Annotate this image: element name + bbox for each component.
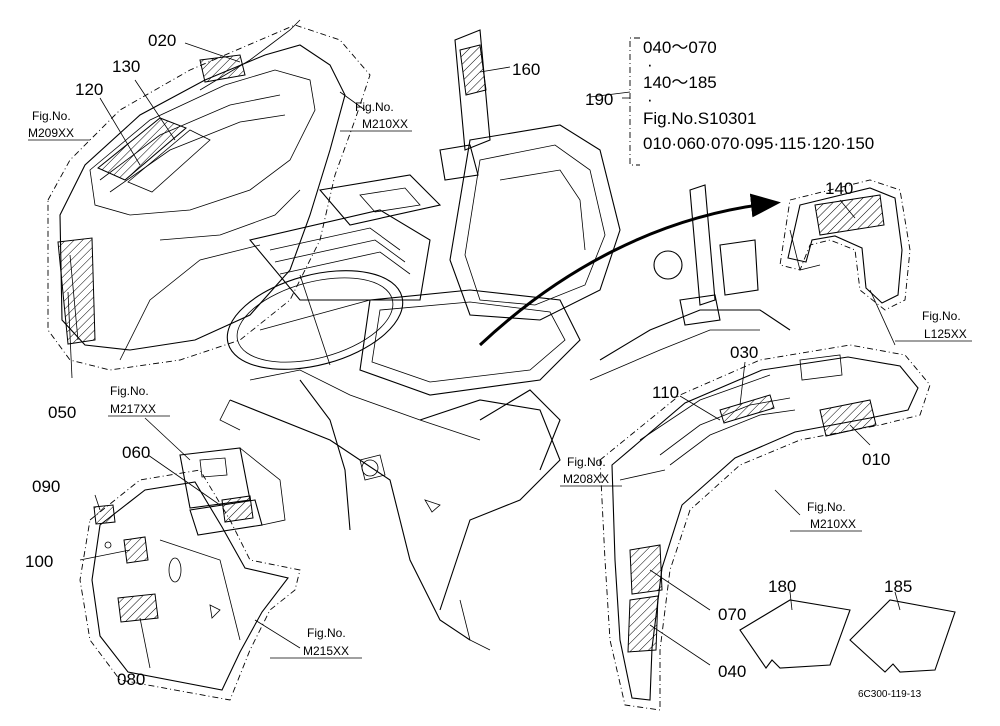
drawing-code: 6C300-119-13 [858,689,922,700]
right-fender-drawing [599,344,931,711]
lower-left-panel-drawing [79,447,301,701]
svg-text:M208XX: M208XX [563,472,609,486]
group-190-part-list: 010·060·070·095·115·120·150 [643,134,874,153]
figref-m210-top: Fig.No. M210XX [340,100,412,132]
svg-text:M210XX: M210XX [362,117,408,131]
svg-text:M209XX: M209XX [28,126,74,140]
svg-text:Fig.No.: Fig.No. [110,384,149,398]
svg-text:Fig.No.: Fig.No. [807,500,846,514]
figref-m215: Fig.No. M215XX [270,626,362,659]
svg-text:Fig.No.: Fig.No. [307,626,346,640]
figref-m217: Fig.No. M217XX [108,384,170,417]
part-label-190: 190 [585,90,613,109]
figref-m208: Fig.No. M208XX [560,455,622,487]
left-fender-drawing [47,19,371,371]
part-label-130: 130 [112,57,140,76]
part-label-060: 060 [122,443,150,462]
tractor-body-drawing [219,29,791,651]
leader-lines [67,42,901,669]
part-label-020: 020 [148,31,176,50]
part-label-110: 110 [652,383,679,402]
group-190-range-2: 140～185 [643,73,717,92]
part-label-050: 050 [48,403,76,422]
group-190-bracket [629,37,640,166]
part-label-070: 070 [718,605,746,624]
svg-text:Fig.No.: Fig.No. [355,100,394,114]
figref-m210-right: Fig.No. M210XX [790,500,862,532]
part-label-120: 120 [75,80,103,99]
part-label-040: 040 [718,662,746,681]
svg-text:Fig.No.: Fig.No. [922,309,961,323]
figref-l125: Fig.No. L125XX [895,309,972,342]
svg-text:L125XX: L125XX [924,327,967,341]
svg-text:M215XX: M215XX [303,644,349,658]
part-label-160: 160 [512,60,540,79]
sheet-180-drawing [739,599,851,669]
svg-text:M210XX: M210XX [810,517,856,531]
sheet-185-drawing [849,599,956,673]
part-label-185: 185 [884,577,912,596]
svg-text:Fig.No.: Fig.No. [32,109,71,123]
part-label-090: 090 [32,477,60,496]
group-190-dot-1: · [647,55,653,74]
part-label-100: 100 [25,552,53,571]
group-190-fig-ref: Fig.No.S10301 [643,109,756,128]
panel-l125-drawing [779,179,911,311]
part-label-080: 080 [117,670,145,689]
part-label-180: 180 [768,577,796,596]
svg-text:M217XX: M217XX [110,402,156,416]
svg-text:Fig.No.: Fig.No. [567,455,606,469]
group-190-dot-2: · [647,90,653,109]
part-label-030: 030 [730,343,758,362]
pointer-arrow [478,193,781,347]
part-label-010: 010 [862,450,890,469]
figref-m209: Fig.No. M209XX [28,109,90,141]
part-label-140: 140 [825,179,853,198]
group-190-range-1: 040～070 [643,38,717,57]
